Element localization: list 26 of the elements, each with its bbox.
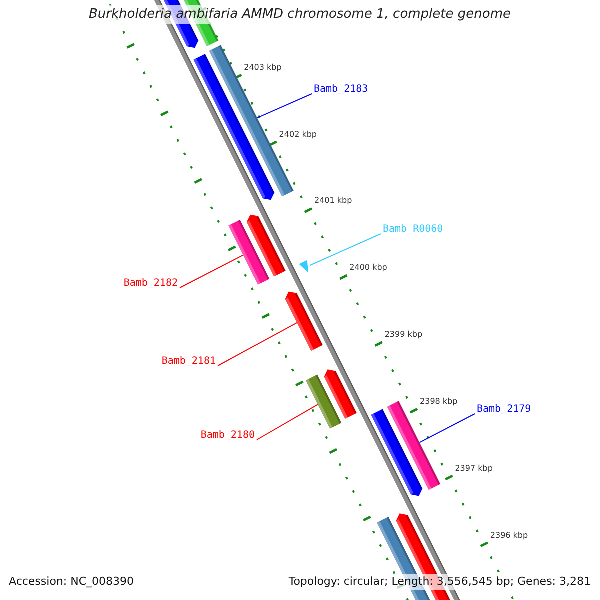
- scale-label: 2397 kbp: [455, 464, 493, 474]
- gene-block: [306, 374, 342, 429]
- gene-block: [285, 292, 323, 352]
- scale-label: 2399 kbp: [384, 330, 423, 340]
- scale-label: 2401 kbp: [314, 196, 352, 206]
- scale-label: 2400 kbp: [350, 263, 388, 274]
- gene-marker: [299, 260, 309, 273]
- leader-line: [180, 254, 244, 288]
- gene-label: Bamb_R0060: [383, 224, 444, 236]
- gene-label: Bamb_2180: [200, 430, 255, 442]
- scale-label: 2403 kbp: [244, 62, 282, 73]
- gene-block: [228, 220, 270, 285]
- leader-line: [256, 404, 318, 440]
- leader-line: [309, 234, 382, 266]
- scale-label: 2396 kbp: [490, 530, 528, 541]
- gene-label: Bamb_2182: [124, 278, 178, 290]
- scale-label: 2402 kbp: [279, 130, 317, 140]
- scale-label: 2398 kbp: [420, 396, 458, 407]
- gene-label: Bamb_2183: [314, 84, 368, 96]
- leader-line: [256, 94, 312, 119]
- gene-label: Bamb_2179: [477, 404, 532, 416]
- genome-summary: Topology: circular; Length: 3,556,545 bp; Genes: 3,281: [286, 574, 593, 590]
- gene-label: Bamb_2181: [162, 356, 216, 368]
- leader-line: [218, 322, 298, 366]
- accession-text: Accession: NC_008390: [7, 574, 136, 590]
- leader-line: [419, 414, 476, 444]
